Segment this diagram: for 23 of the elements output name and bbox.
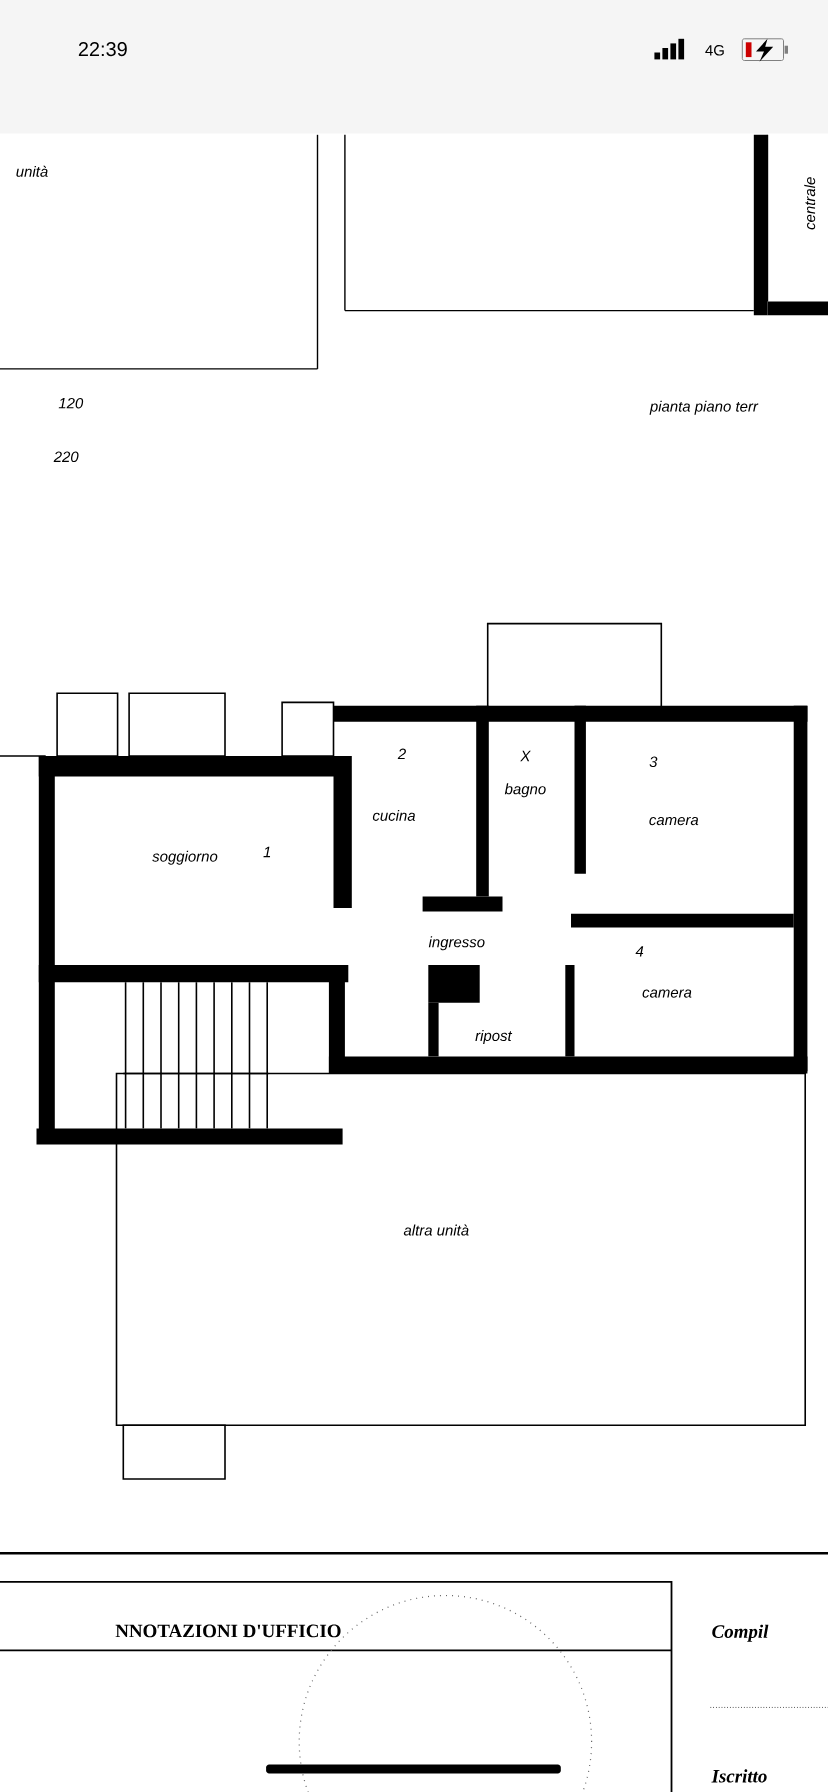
room-number: 4 — [635, 946, 644, 957]
room-label: cucina — [372, 809, 416, 821]
plan-title: pianta piano terr — [649, 400, 759, 415]
room-label: camera — [642, 989, 692, 998]
room-label: camera — [649, 817, 699, 826]
room-label: ingresso — [428, 936, 485, 951]
form-label: Iscritto — [711, 1769, 767, 1783]
dimension-text: 120 — [58, 397, 84, 409]
form-label: Compil — [712, 1624, 769, 1642]
room-number: 2 — [397, 748, 406, 760]
status-time: 22:39 — [78, 42, 127, 57]
room-number: 1 — [263, 846, 271, 858]
dimension-text: 220 — [53, 451, 79, 463]
room-label: bagno — [504, 783, 546, 798]
unit-label: centrale — [804, 177, 816, 230]
room-label: ripost — [475, 1030, 513, 1044]
network-label: 4G — [705, 45, 724, 56]
room-number: X — [520, 750, 531, 762]
room-number: 3 — [649, 756, 658, 768]
room-label: altra unità — [403, 1224, 469, 1236]
section-heading: NNOTAZIONI D'UFFICIO — [115, 1624, 341, 1638]
unit-label: unità — [16, 165, 48, 177]
room-label: soggiorno — [152, 850, 218, 865]
